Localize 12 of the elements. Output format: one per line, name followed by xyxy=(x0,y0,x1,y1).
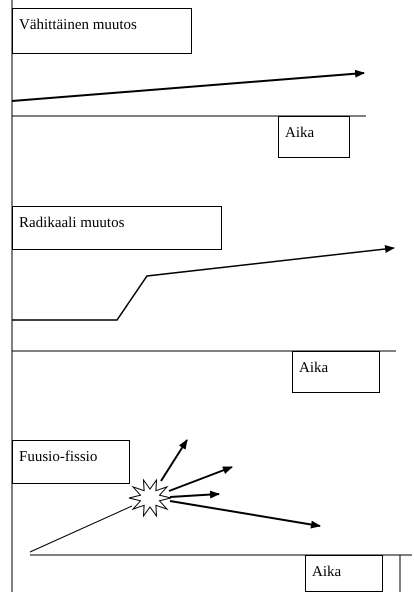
label-box: Radikaali muutos xyxy=(12,206,222,250)
label-box: Aika xyxy=(305,555,383,592)
label-box: Aika xyxy=(292,351,380,393)
line xyxy=(30,506,132,552)
label-box: Aika xyxy=(278,116,350,158)
label-box: Vähittäinen muutos xyxy=(12,8,192,54)
arrow xyxy=(168,466,233,492)
label-box: Fuusio-fissio xyxy=(12,440,130,484)
arrow xyxy=(170,500,321,528)
burst-shape xyxy=(128,476,172,520)
arrow xyxy=(170,490,220,499)
arrow xyxy=(160,439,188,482)
